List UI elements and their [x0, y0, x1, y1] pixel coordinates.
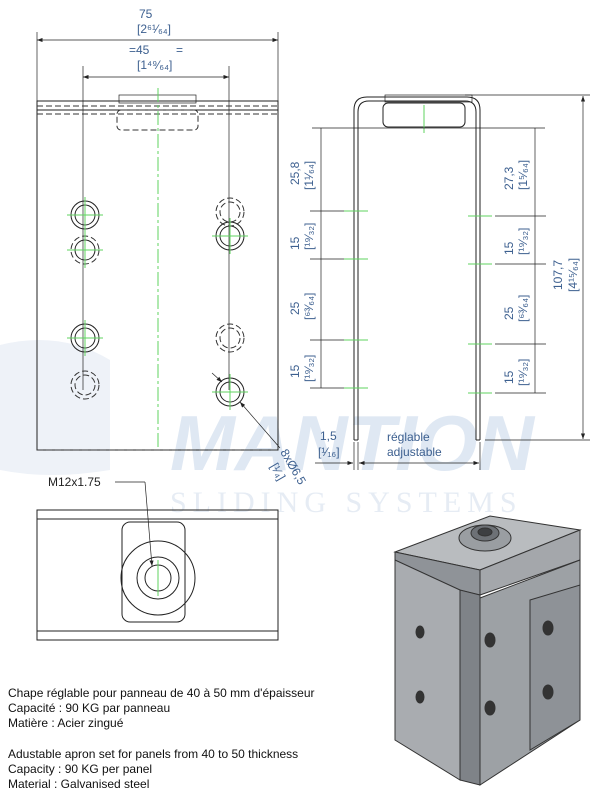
dim-left-1-in: [1¹⁄₆₄] — [302, 161, 316, 190]
dim-left-3-mm: 25 — [288, 301, 302, 315]
dim-left-3-in: [⁶³⁄₆₄] — [302, 293, 316, 320]
description-fr-line: Matière : Acier zingué — [8, 716, 124, 730]
dim-spacing-in: [1⁴⁹⁄₆₄] — [137, 58, 172, 72]
dim-thickness-in: [¹⁄₁₆] — [318, 445, 340, 459]
adjustable-label-en: adjustable — [387, 445, 442, 459]
description-en-line: Adustable apron set for panels from 40 t… — [8, 747, 299, 761]
dim-spacing-mm: =45 — [129, 43, 150, 57]
dim-spacing-eq: = — [176, 43, 183, 57]
bottom-view: M12x1.75 — [36, 475, 279, 641]
dim-height-in: [4¹⁵⁄₆₄] — [566, 258, 580, 292]
front-view: 75 [2⁶¹⁄₆₄] =45 = [1⁴⁹⁄₆₄] 8xØ6,5 [¹⁄₄] — [36, 7, 309, 487]
dim-left-4-in: [¹⁹⁄₃₂] — [302, 355, 316, 382]
description-fr-line: Chape réglable pour panneau de 40 à 50 m… — [8, 686, 315, 700]
dim-left-1-mm: 25,8 — [288, 161, 302, 185]
dim-right-4-in: [¹⁹⁄₃₂] — [516, 359, 530, 386]
watermark-brand: MANTION — [170, 399, 536, 487]
dim-right-3-in: [⁶³⁄₆₄] — [516, 295, 530, 322]
side-view: 25,8 [1¹⁄₆₄] 15 [¹⁹⁄₃₂] 25 [⁶³⁄₆₄] 15 [¹… — [288, 94, 590, 470]
description-en-line: Material : Galvanised steel — [8, 777, 150, 791]
dim-right-2-mm: 15 — [502, 241, 516, 255]
thread-label: M12x1.75 — [48, 475, 101, 489]
dim-left-2-in: [¹⁹⁄₃₂] — [302, 223, 316, 250]
dim-right-2-in: [¹⁹⁄₃₂] — [516, 228, 530, 255]
adjustable-label-fr: réglable — [387, 430, 430, 444]
dim-left-2-mm: 15 — [288, 236, 302, 250]
dim-right-3-mm: 25 — [502, 306, 516, 320]
dim-thickness-mm: 1,5 — [320, 429, 337, 443]
watermark-tagline: SLIDING SYSTEMS — [170, 486, 523, 519]
description-en: Adustable apron set for panels from 40 t… — [8, 747, 298, 792]
description-fr-line: Capacité : 90 KG par panneau — [8, 701, 171, 715]
description-en-line: Capacity : 90 KG per panel — [8, 762, 153, 776]
mounting-holes — [67, 197, 248, 410]
dim-width-in: [2⁶¹⁄₆₄] — [137, 22, 171, 36]
dim-height-mm: 107,7 — [551, 260, 565, 290]
isometric-render — [393, 515, 582, 786]
dim-right-1-mm: 27,3 — [502, 166, 516, 190]
dim-left-4-mm: 15 — [288, 364, 302, 378]
dim-right-4-mm: 15 — [502, 370, 516, 384]
dim-width-mm: 75 — [139, 7, 153, 21]
description-fr: Chape réglable pour panneau de 40 à 50 m… — [8, 686, 315, 731]
watermark: MANTION SLIDING SYSTEMS — [0, 340, 536, 519]
dim-right-1-in: [1⁵⁄₆₄] — [516, 160, 530, 190]
